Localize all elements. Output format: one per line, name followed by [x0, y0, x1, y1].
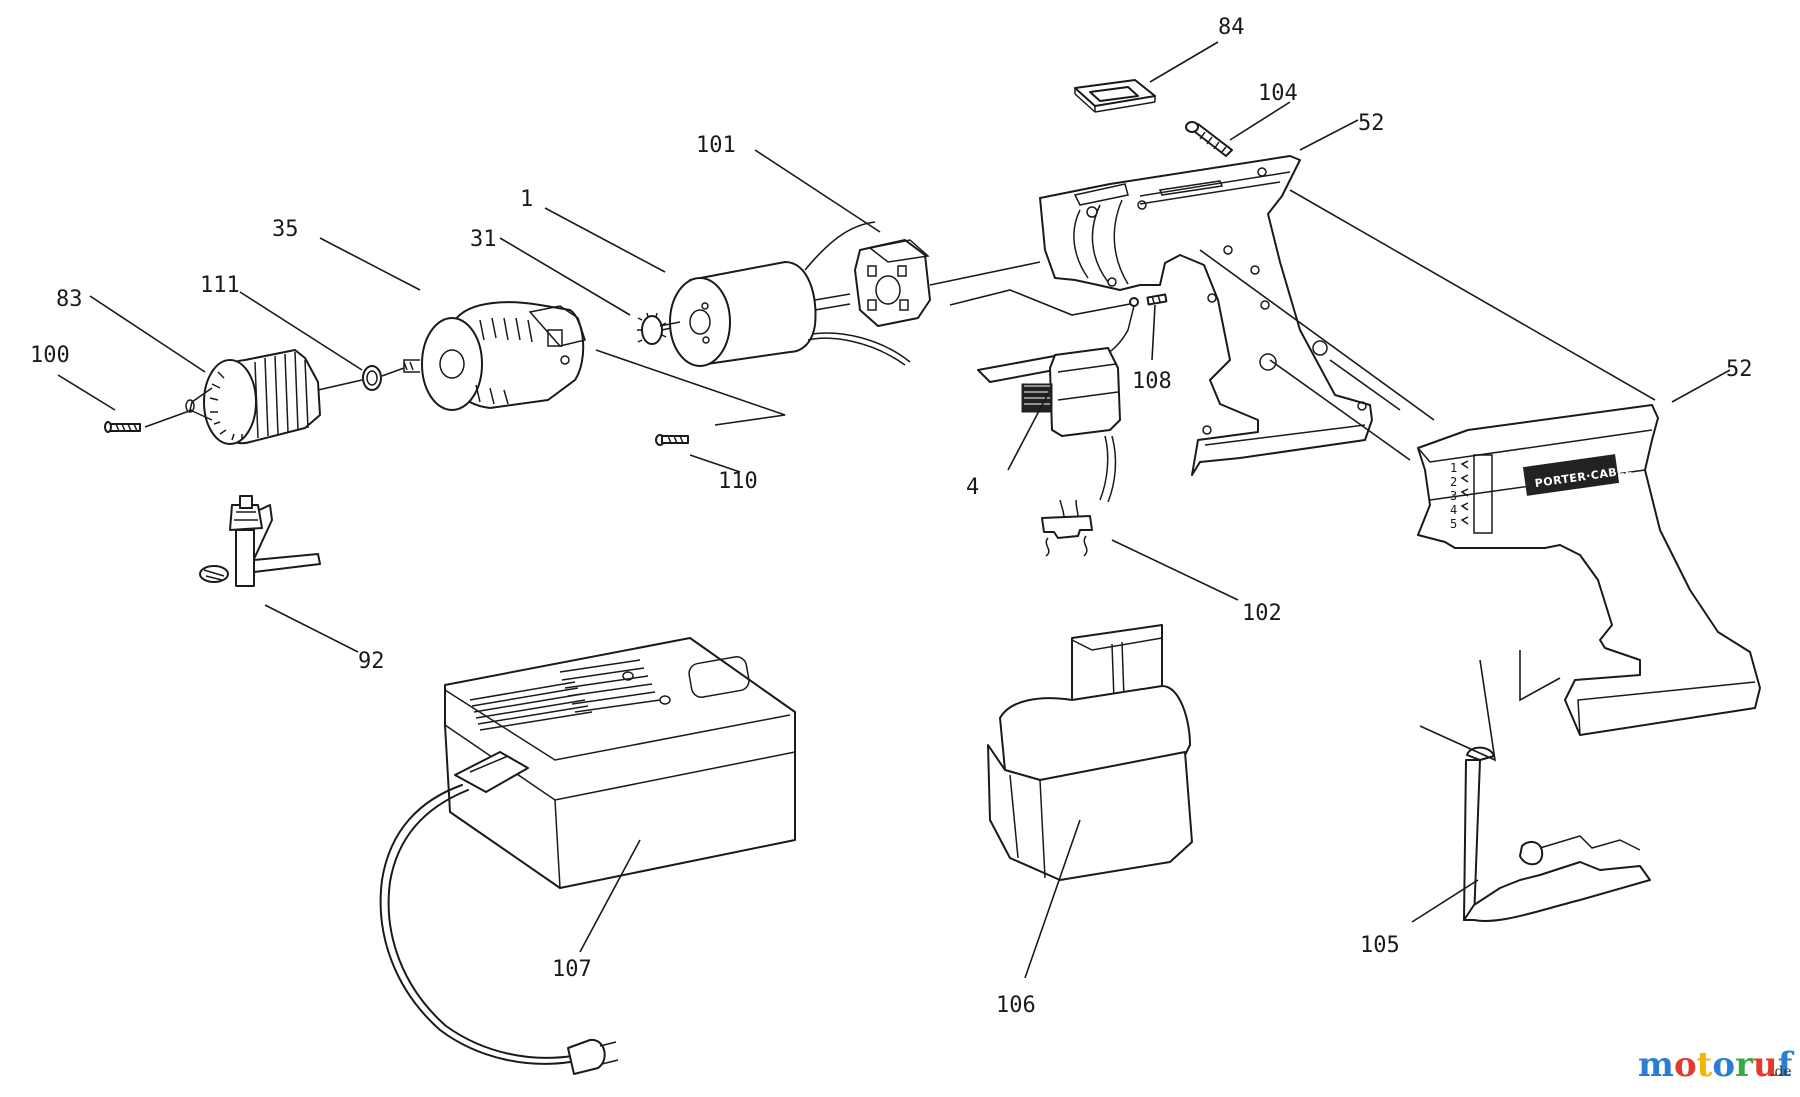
part-108-screw	[1103, 293, 1168, 357]
callout-107: 107	[552, 957, 592, 982]
part-83-chuck	[185, 349, 321, 445]
part-105-clip	[1463, 746, 1651, 922]
part-101-bracket	[854, 239, 931, 327]
part-107-charger	[379, 637, 796, 1075]
watermark-letter: r	[1735, 1045, 1754, 1085]
watermark-tld: .de	[1770, 1064, 1792, 1080]
callout-4: 4	[966, 475, 979, 500]
callout-108: 108	[1132, 369, 1172, 394]
charger-vents	[469, 659, 661, 731]
part-35-gearbox	[403, 301, 586, 411]
watermark-letter: o	[1674, 1045, 1697, 1085]
part-52-housing-right-half: PORTER·CABLE 1 2 3 4 5	[1417, 404, 1761, 736]
callout-52-right: 52	[1726, 357, 1753, 382]
part-52-housing-left-half	[1039, 155, 1373, 476]
watermark-letter: u	[1753, 1045, 1778, 1085]
callout-31: 31	[470, 227, 497, 252]
clutch-scale: 1 2 3 4 5	[1450, 454, 1493, 534]
part-31-pinion	[637, 312, 681, 345]
callout-84: 84	[1218, 15, 1245, 40]
svg-text:motoruf: motoruf	[1638, 1045, 1795, 1085]
callout-110: 110	[718, 469, 758, 494]
part-111-washer	[362, 365, 382, 391]
clutch-scale-3: 3	[1450, 489, 1457, 503]
clutch-scale-5: 5	[1450, 517, 1457, 531]
callout-labels: 84 104 52 52 101 1 35 31 111 83 100 108 …	[30, 15, 1753, 1018]
callout-101: 101	[696, 133, 736, 158]
callout-111: 111	[200, 273, 240, 298]
callout-1: 1	[520, 187, 533, 212]
callout-100: 100	[30, 343, 70, 368]
callout-102: 102	[1242, 601, 1282, 626]
watermark-letter: t	[1697, 1045, 1713, 1085]
callout-105: 105	[1360, 933, 1400, 958]
callout-83: 83	[56, 287, 83, 312]
part-110-screw	[655, 434, 689, 446]
watermark-letter: m	[1638, 1045, 1674, 1085]
callout-35: 35	[272, 217, 299, 242]
part-92-chuck-key	[199, 495, 321, 587]
part-1-motor	[659, 261, 911, 367]
part-106-battery	[987, 624, 1193, 881]
callout-104: 104	[1258, 81, 1298, 106]
part-84-label-plate	[1074, 79, 1156, 113]
callout-106: 106	[996, 993, 1036, 1018]
clutch-scale-1: 1	[1450, 461, 1457, 475]
clutch-scale-2: 2	[1450, 475, 1457, 489]
part-102-terminal	[1041, 499, 1093, 557]
watermark-letter: f	[1778, 1045, 1795, 1085]
part-4-switch	[977, 347, 1121, 503]
part-100-screw	[104, 421, 141, 433]
clutch-scale-4: 4	[1450, 503, 1457, 517]
callout-52-top: 52	[1358, 111, 1385, 136]
watermark-letter: o	[1712, 1045, 1735, 1085]
assembly-lines	[144, 189, 1656, 762]
watermark-logo: motoruf .de	[1638, 1045, 1795, 1085]
callout-leaders	[57, 41, 1731, 979]
callout-92: 92	[358, 649, 385, 674]
part-104-screw	[1185, 121, 1233, 157]
